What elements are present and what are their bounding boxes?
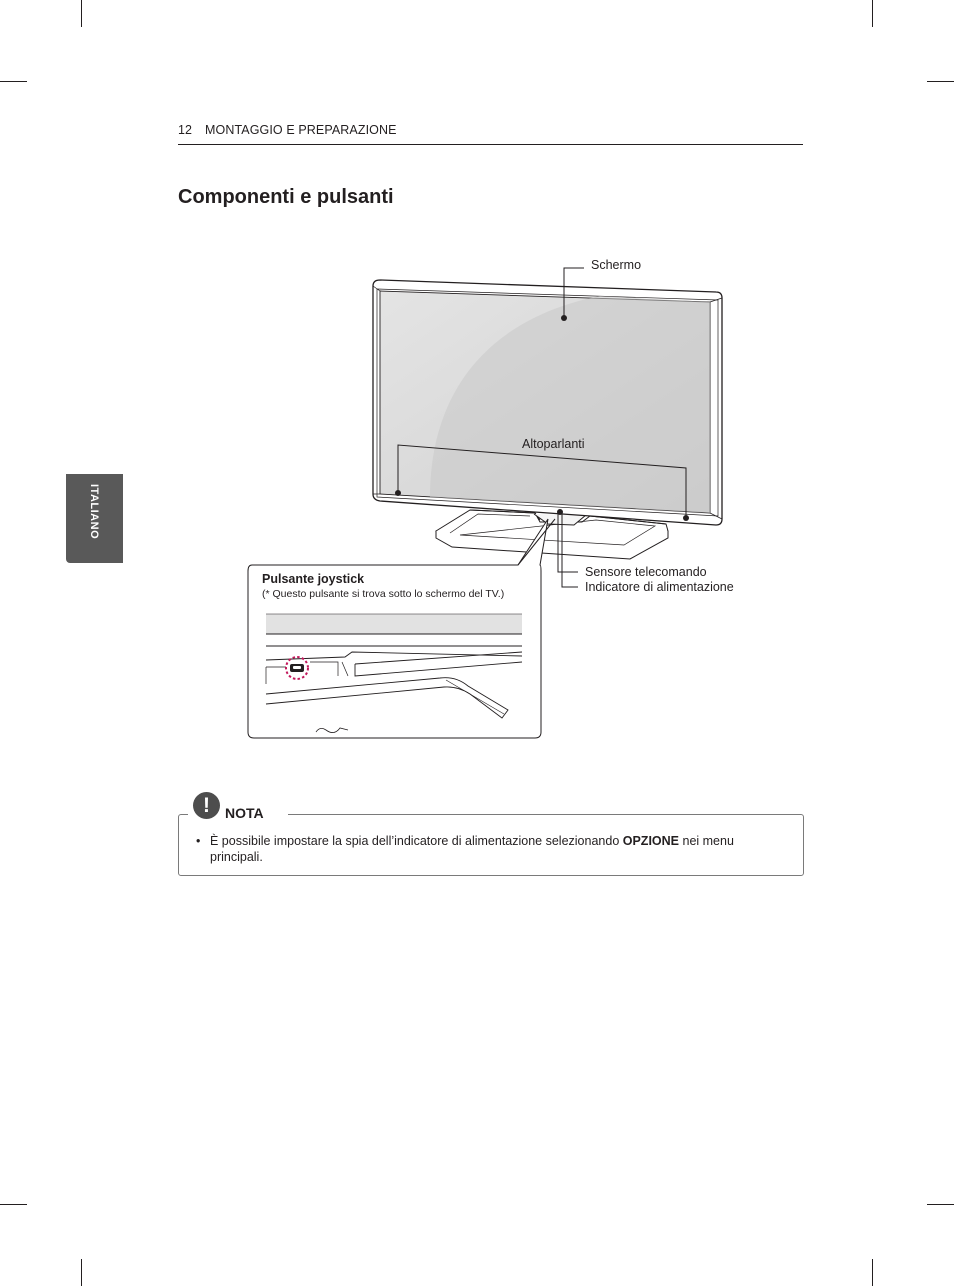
crop-mark xyxy=(872,1259,873,1286)
speaker-bracket xyxy=(397,444,687,517)
page-number: 12 xyxy=(178,123,192,137)
sensor-dot xyxy=(557,509,563,515)
page-title: Componenti e pulsanti xyxy=(178,186,394,208)
crop-mark xyxy=(81,0,82,27)
crop-mark xyxy=(927,1204,954,1205)
label-screen: Schermo xyxy=(591,258,642,272)
inset-subtitle: (* Questo pulsante si trova sotto lo sch… xyxy=(262,588,505,600)
bullet-icon: • xyxy=(196,834,201,848)
tv-body xyxy=(372,279,723,526)
label-remote-sensor: Sensore telecomando xyxy=(585,565,707,579)
crop-mark xyxy=(872,0,873,27)
language-label: ITALIANO xyxy=(88,484,100,540)
joystick-inset-illustration xyxy=(265,613,523,733)
screen-dot xyxy=(561,315,567,321)
note-label: NOTA xyxy=(225,805,264,821)
crop-mark xyxy=(0,81,27,82)
language-tab: ITALIANO xyxy=(66,474,123,563)
crop-mark xyxy=(81,1259,82,1286)
note-box xyxy=(178,814,804,876)
joystick-highlight-circle xyxy=(285,656,309,680)
sensor-callout-line xyxy=(557,512,578,588)
note-item: • È possibile impostare la spia dell’ind… xyxy=(196,834,786,865)
exclamation-icon: ! xyxy=(193,792,220,819)
inset-title: Pulsante joystick xyxy=(262,572,365,586)
note-body: È possibile impostare la spia dell’indic… xyxy=(210,834,734,864)
label-speakers: Altoparlanti xyxy=(522,437,585,451)
speaker-right-dot xyxy=(683,515,689,521)
crop-mark xyxy=(927,81,954,82)
screen-callout-line xyxy=(563,267,584,318)
tv-diagram xyxy=(247,267,723,739)
label-power-indicator: Indicatore di alimentazione xyxy=(585,580,734,594)
page-header: 12 MONTAGGIO E PREPARAZIONE xyxy=(178,122,803,145)
crop-mark xyxy=(0,1204,27,1205)
speaker-left-dot xyxy=(395,490,401,496)
header-section-title: MONTAGGIO E PREPARAZIONE xyxy=(205,123,397,137)
